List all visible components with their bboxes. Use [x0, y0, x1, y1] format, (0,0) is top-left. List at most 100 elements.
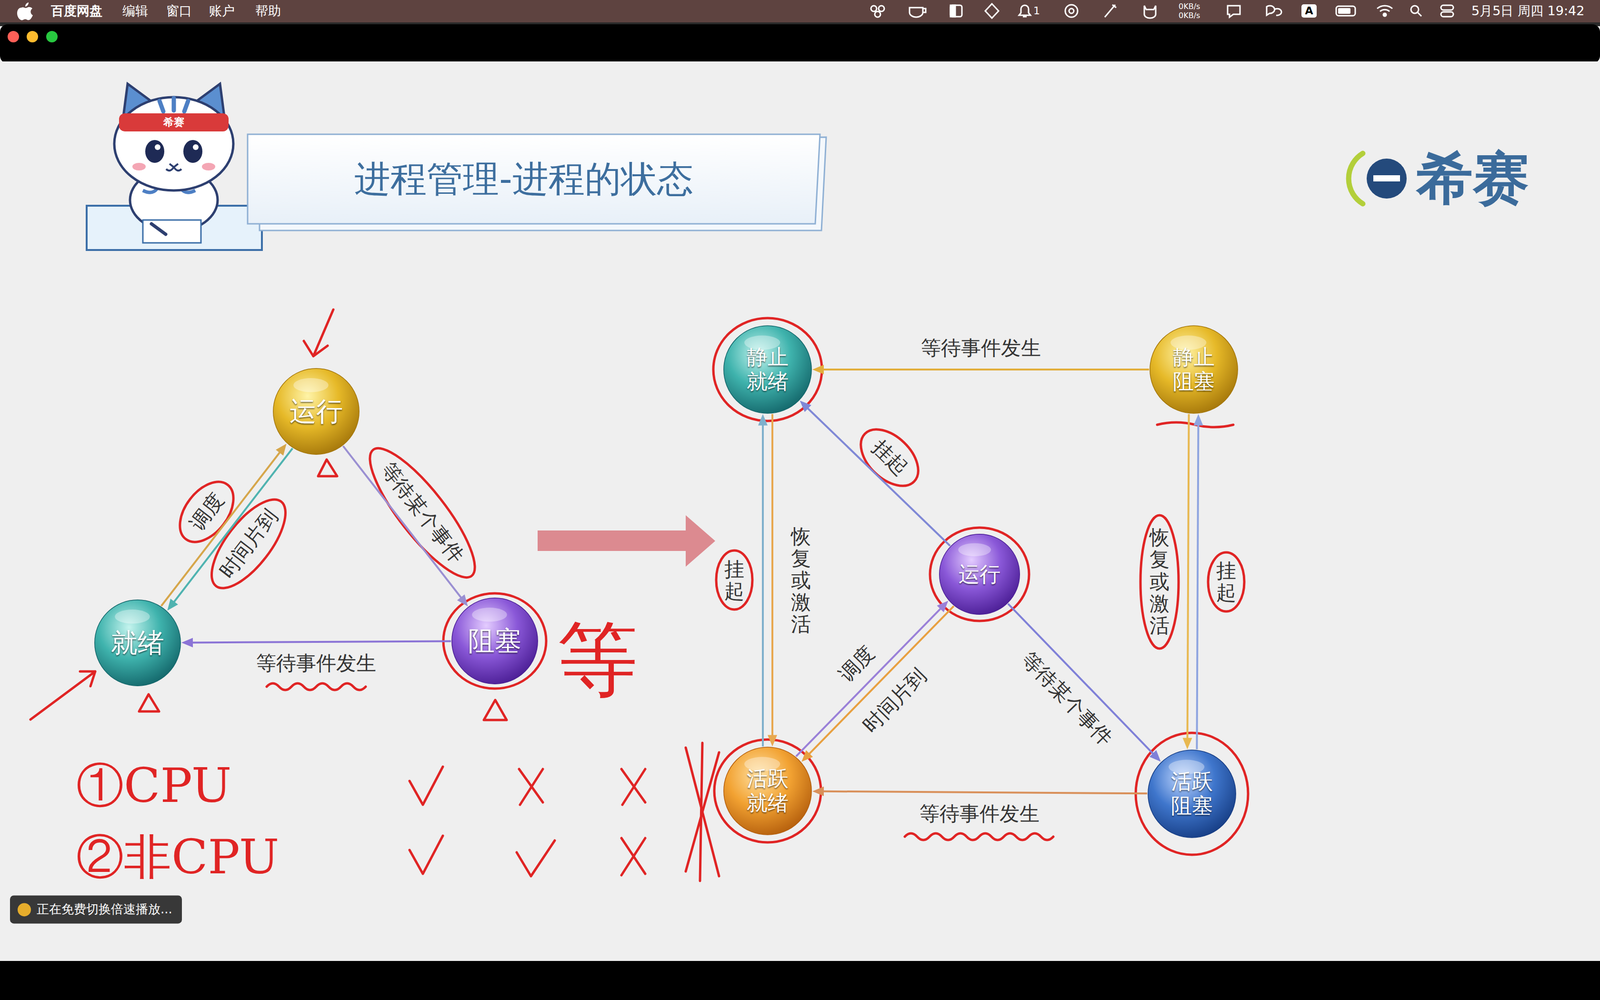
- apple-body: [17, 7, 33, 21]
- wifi-dot: [1383, 13, 1387, 17]
- mascot-cat: [86, 83, 262, 250]
- state-label: 就绪: [110, 627, 165, 659]
- free-label: ②非CPU: [76, 830, 280, 884]
- pen: [151, 223, 166, 235]
- free-label: A: [1304, 5, 1313, 17]
- check-mark: [516, 840, 555, 877]
- status-icon: [1065, 4, 1078, 18]
- check-mark: [409, 835, 443, 874]
- connector: [758, 413, 768, 747]
- connector: [812, 364, 1150, 375]
- state-circle-fill: [723, 325, 812, 414]
- brand-logo: [1348, 153, 1407, 204]
- edge-label: 等待某个事件: [1017, 648, 1117, 750]
- state-circle-fill: [1150, 325, 1238, 414]
- hand-circle: [1135, 732, 1249, 855]
- arrow-head: [275, 443, 287, 456]
- free-label: 账户: [209, 3, 235, 19]
- edge-label: 等待事件发生: [256, 652, 377, 675]
- cat-crown-stripes: [159, 98, 189, 112]
- status-icon: [1227, 5, 1240, 18]
- hand-circle: [1208, 552, 1245, 612]
- free-label: 希赛: [163, 116, 185, 129]
- state-node: 就绪: [93, 599, 182, 687]
- connector-line: [761, 423, 764, 747]
- wifi-icon: [1377, 5, 1393, 12]
- cross-mark: [519, 769, 543, 805]
- arrow-head: [758, 413, 768, 426]
- arrow-head: [167, 598, 179, 611]
- connector: [1193, 414, 1203, 750]
- eye-shine: [154, 144, 161, 150]
- hand-circle: [713, 318, 822, 421]
- battery-level: [1338, 8, 1351, 14]
- big-cross: [685, 742, 720, 881]
- cat-eye: [145, 140, 165, 163]
- arrow-head: [812, 364, 824, 375]
- connector-line: [808, 606, 954, 756]
- free-label: 等: [557, 615, 639, 705]
- arrow-head: [936, 600, 949, 613]
- handwritten-marks: [30, 309, 1249, 881]
- edge-label: 时间片到: [859, 664, 931, 737]
- hand-triangle: [139, 694, 160, 712]
- free-label: 编辑: [122, 3, 149, 19]
- cross-mark: [621, 838, 646, 876]
- search-handle: [1417, 12, 1422, 17]
- arrow-head: [457, 594, 469, 607]
- connector: [801, 606, 954, 762]
- cat-cheek: [132, 162, 146, 171]
- arrow-head: [1193, 414, 1203, 426]
- state-circle-fill: [451, 598, 538, 684]
- status-icon: [985, 3, 999, 19]
- connector: [812, 786, 1148, 797]
- connector-line: [342, 446, 462, 600]
- eye-shine: [192, 144, 199, 150]
- connector: [167, 448, 293, 611]
- edge-label: 恢复或激活: [1149, 526, 1170, 637]
- connector-line: [806, 407, 950, 546]
- status-icon: [1069, 8, 1074, 14]
- toast-text: 正在免费切换倍速播放...: [36, 901, 173, 917]
- status-icon: [950, 5, 956, 17]
- free-label: 希赛: [1416, 147, 1530, 210]
- state-circle-fill: [94, 600, 181, 686]
- window-title-bar: [0, 24, 1600, 64]
- state-circle-shine: [293, 378, 329, 392]
- status-icons: [870, 3, 1454, 19]
- logo-disc: [1366, 158, 1407, 199]
- toast: 正在免费切换倍速播放...: [10, 895, 182, 924]
- logo-bar: [1373, 175, 1400, 182]
- hand-wave: [266, 683, 366, 690]
- hand-circle: [714, 739, 821, 843]
- hand-arrow: [303, 309, 334, 357]
- zoom-button: [46, 30, 58, 43]
- free-label: 5月5日 周四 19:42: [1471, 3, 1585, 19]
- edge-label: 挂起: [1216, 560, 1237, 604]
- cat-eye: [183, 140, 203, 163]
- status-icon: [874, 11, 881, 18]
- connector: [342, 446, 468, 607]
- battery-icon: [1336, 6, 1356, 16]
- state-label: 活跃 就绪: [740, 766, 795, 815]
- arrow-head: [767, 735, 778, 747]
- cat-cheek: [201, 162, 216, 171]
- state-node: 运行: [938, 533, 1021, 616]
- paper: [142, 220, 201, 243]
- connector-line: [173, 448, 293, 603]
- arrow-head: [800, 400, 812, 412]
- state-node: 阻塞: [450, 597, 539, 685]
- state-circle-fill: [273, 368, 360, 455]
- hand-arrow: [30, 671, 96, 720]
- edge-label: 时间片到: [215, 505, 282, 583]
- transition-arrow: [537, 515, 716, 567]
- status-icon: [1144, 5, 1156, 19]
- edge-label: 挂起: [724, 558, 745, 602]
- connector-line: [821, 791, 1148, 794]
- logo-arc: [1348, 153, 1363, 204]
- hand-circle: [443, 593, 547, 689]
- player-bottom-bar: [0, 960, 1600, 1000]
- connector: [800, 400, 951, 546]
